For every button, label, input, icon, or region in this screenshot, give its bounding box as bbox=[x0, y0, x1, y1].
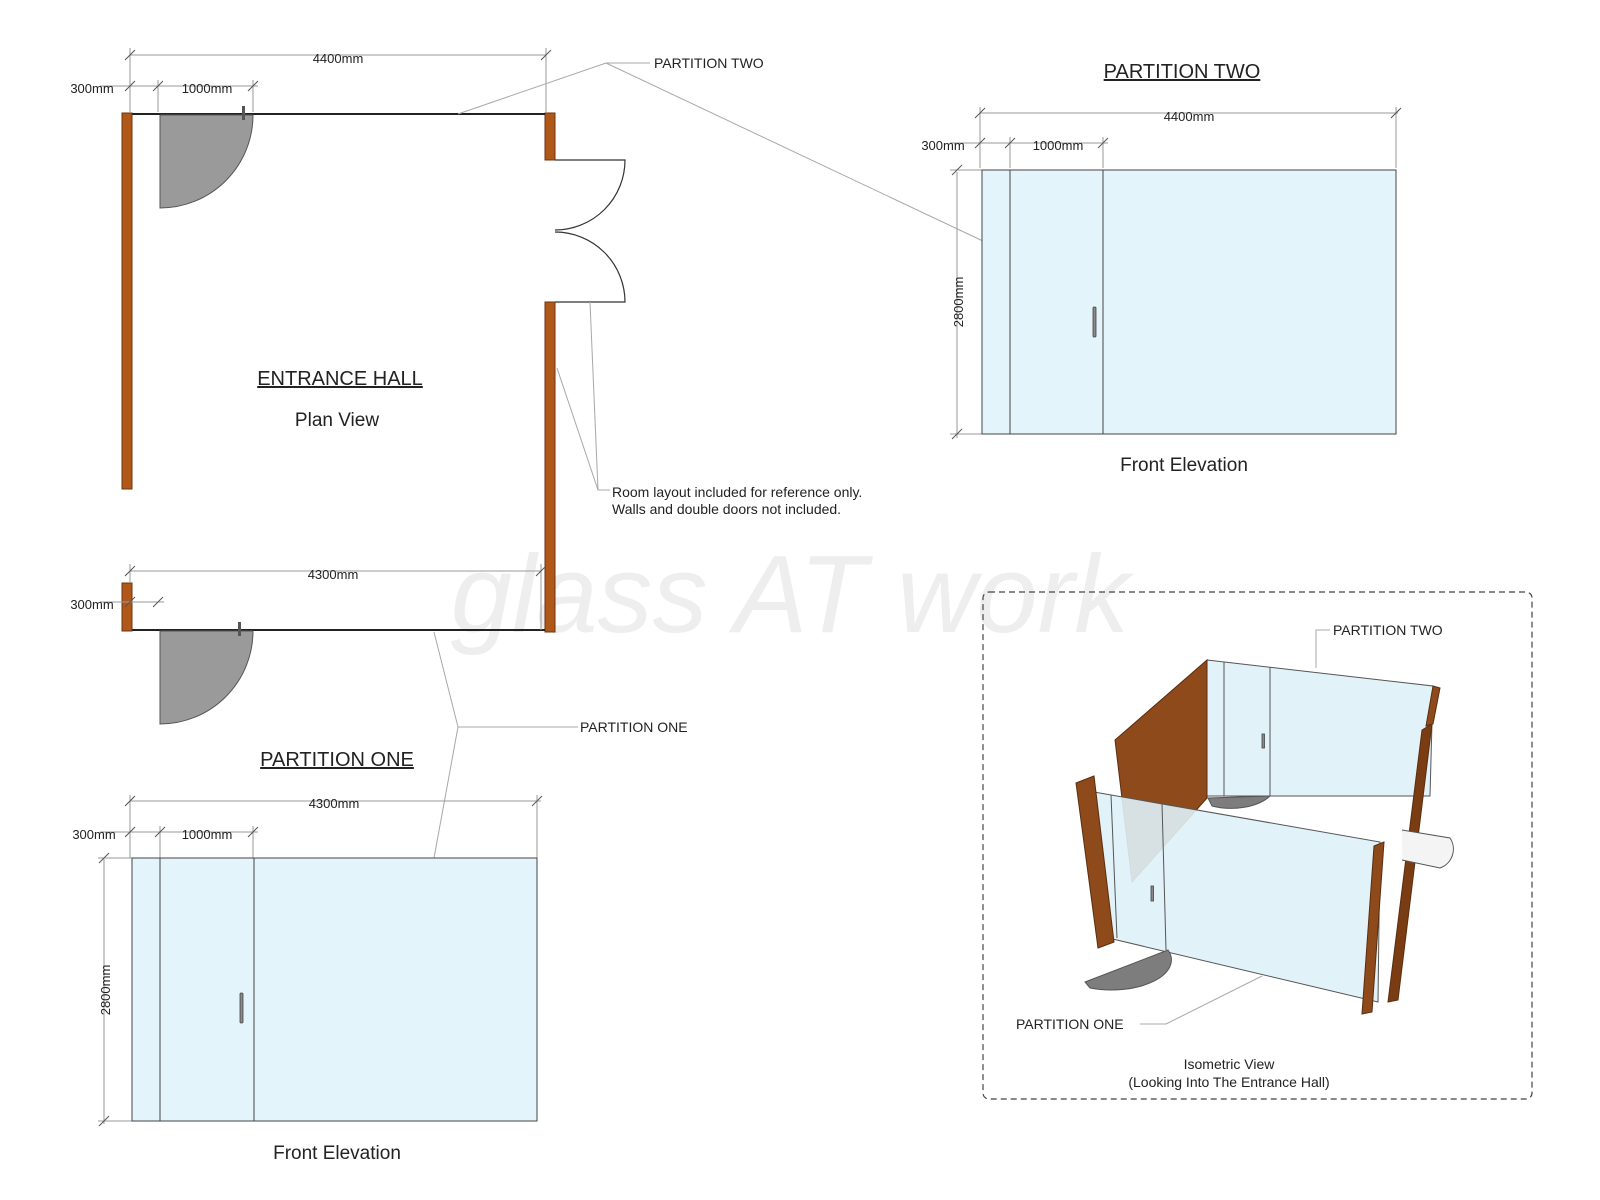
plan-title: ENTRANCE HALL bbox=[257, 368, 423, 390]
iso-label-partition-one: PARTITION ONE bbox=[1016, 1016, 1124, 1032]
plan-right-wall-upper bbox=[544, 112, 556, 161]
plan-left-wall-stub bbox=[121, 582, 133, 632]
iso-double-doors bbox=[1401, 829, 1454, 869]
isometric-frame bbox=[982, 591, 1533, 1100]
plan-leader-note-doors bbox=[589, 301, 599, 491]
partition-one-dim-door: 1000mm bbox=[182, 827, 233, 842]
partition-two-dim-side: 300mm bbox=[921, 138, 964, 153]
partition-one-caption: Front Elevation bbox=[273, 1143, 401, 1164]
iso-front-right-post bbox=[1361, 841, 1385, 1015]
leader-to-elevation-two bbox=[605, 62, 986, 243]
iso-partition-one-door-divider bbox=[1161, 802, 1167, 951]
plan-view: 4400mm 300mm 1000mm bbox=[70, 48, 986, 859]
plan-label-partition-one: PARTITION ONE bbox=[580, 719, 688, 735]
iso-partition-two-door-swing bbox=[1207, 795, 1272, 809]
iso-label-partition-two: PARTITION TWO bbox=[1333, 622, 1443, 638]
iso-partition-one-door-swing bbox=[1084, 949, 1172, 991]
isometric-view: PARTITION TWO PARTITION ONE Isometric Vi… bbox=[982, 591, 1533, 1100]
partition-one-glass-panel bbox=[131, 857, 538, 1122]
partition-one-elevation: PARTITION ONE 4300mm 300mm 1000mm 2800mm bbox=[72, 749, 543, 1164]
iso-caption-line2: (Looking Into The Entrance Hall) bbox=[1128, 1074, 1329, 1090]
iso-leader-partition-one bbox=[1140, 975, 1263, 1025]
plan-door-handle-top bbox=[242, 106, 245, 120]
plan-subtitle: Plan View bbox=[295, 410, 379, 431]
plan-double-doors bbox=[554, 159, 626, 303]
partition-one-title: PARTITION ONE bbox=[260, 749, 414, 771]
plan-left-wall bbox=[121, 112, 133, 490]
partition-two-dim-door: 1000mm bbox=[1033, 138, 1084, 153]
partition-two-dim-height: 2800mm bbox=[951, 277, 966, 328]
plan-label-partition-two: PARTITION TWO bbox=[654, 55, 764, 71]
iso-partition-one-side-divider bbox=[1110, 794, 1118, 939]
plan-door-swing-top bbox=[159, 114, 254, 209]
plan-dim-top-door: 1000mm bbox=[182, 81, 233, 96]
iso-partition-two-glass bbox=[1206, 659, 1434, 797]
plan-note-line1: Room layout included for reference only. bbox=[612, 484, 862, 500]
iso-partition-two-handle bbox=[1261, 733, 1265, 749]
plan-note-line2: Walls and double doors not included. bbox=[612, 501, 841, 517]
plan-dim-bottom-total: 4300mm bbox=[308, 567, 359, 582]
iso-right-wall bbox=[1387, 723, 1433, 1003]
partition-one-dimensions bbox=[98, 795, 543, 1127]
plan-dim-top-side: 300mm bbox=[70, 81, 113, 96]
partition-one-dim-total: 4300mm bbox=[309, 796, 360, 811]
iso-caption-line1: Isometric View bbox=[1184, 1056, 1276, 1072]
partition-one-dim-height: 2800mm bbox=[98, 965, 113, 1016]
plan-door-handle-bottom bbox=[238, 622, 241, 636]
plan-dim-bottom-side: 300mm bbox=[70, 597, 113, 612]
plan-top-dimensions bbox=[100, 48, 552, 112]
partition-two-elevation: PARTITION TWO 4400mm 300mm 1000mm 2800mm bbox=[921, 61, 1402, 476]
partition-one-dim-side: 300mm bbox=[72, 827, 115, 842]
plan-bottom-dimensions bbox=[100, 564, 547, 630]
partition-two-door-handle bbox=[1092, 306, 1097, 338]
partition-two-title: PARTITION TWO bbox=[1104, 61, 1261, 83]
iso-partition-one-handle bbox=[1150, 885, 1154, 902]
plan-dim-top-total: 4400mm bbox=[313, 51, 364, 66]
plan-right-wall-lower bbox=[544, 301, 556, 633]
iso-right-wall-top bbox=[1425, 685, 1441, 727]
partition-two-dim-total: 4400mm bbox=[1164, 109, 1215, 124]
leader-to-elevation-one bbox=[433, 726, 459, 859]
partition-two-caption: Front Elevation bbox=[1120, 455, 1248, 476]
plan-door-swing-bottom bbox=[159, 630, 254, 725]
watermark: glass AT work bbox=[451, 533, 1134, 656]
partition-one-door-handle bbox=[239, 992, 244, 1024]
plan-leader-note-wall bbox=[556, 367, 610, 491]
iso-leader-partition-two bbox=[1315, 629, 1330, 668]
iso-front-left-post bbox=[1075, 775, 1115, 949]
partition-two-glass-panel bbox=[981, 169, 1397, 435]
partition-two-dimensions bbox=[950, 107, 1402, 440]
